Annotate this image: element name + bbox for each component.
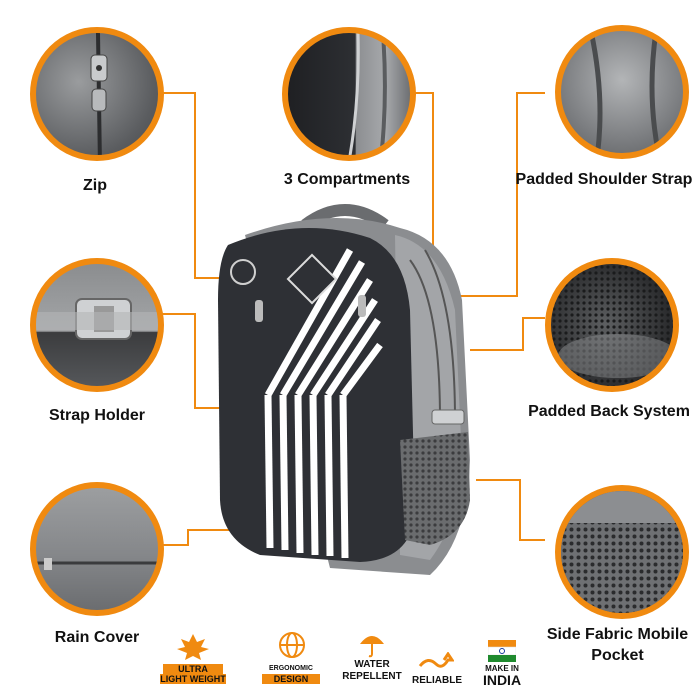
make-badge-line1: MAKE IN: [485, 664, 519, 673]
connector-back: [470, 317, 545, 351]
india-flag-icon: [488, 640, 516, 662]
ultra-badge-line2: LIGHT WEIGHT: [160, 674, 226, 684]
umbrella-icon: [360, 636, 384, 658]
reliable-badge: RELIABLE: [412, 675, 462, 686]
strap-holder-detail-image: [30, 258, 164, 392]
ultra-badge-line1: ULTRA: [163, 664, 223, 674]
shoulder-strap-detail-image: [555, 25, 689, 159]
zip-detail-image: [30, 27, 164, 161]
side-pocket-detail-image: [555, 485, 689, 619]
zip-label: Zip: [83, 177, 107, 194]
water-badge-line1: WATER: [354, 659, 390, 670]
padded-back-detail-image: [545, 258, 679, 392]
water-badge-line2: REPELLENT: [342, 671, 402, 682]
side-pocket-label-line1: Side Fabric Mobile: [546, 626, 689, 643]
connector-pocket: [476, 479, 545, 541]
arrow-wave-icon: [418, 652, 454, 668]
maple-leaf-icon: [177, 634, 209, 660]
compartments-detail-image: [282, 27, 416, 161]
shoulder-strap-label: Padded Shoulder Strap: [515, 171, 693, 188]
ergo-badge-line2: DESIGN: [262, 674, 320, 684]
strap-holder-label: Strap Holder: [48, 407, 145, 424]
rain-cover-detail-image: [30, 482, 164, 616]
globe-icon: [279, 632, 305, 658]
connector-shoulder: [445, 92, 545, 297]
back-system-label: Padded Back System: [528, 403, 690, 420]
make-badge-line2: INDIA: [482, 672, 522, 688]
side-pocket-label-line2: Pocket: [591, 647, 644, 664]
ergo-badge-line1: ERGONOMIC: [269, 665, 313, 672]
rain-cover-label: Rain Cover: [54, 629, 140, 646]
compartments-label: 3 Compartments: [283, 171, 411, 188]
